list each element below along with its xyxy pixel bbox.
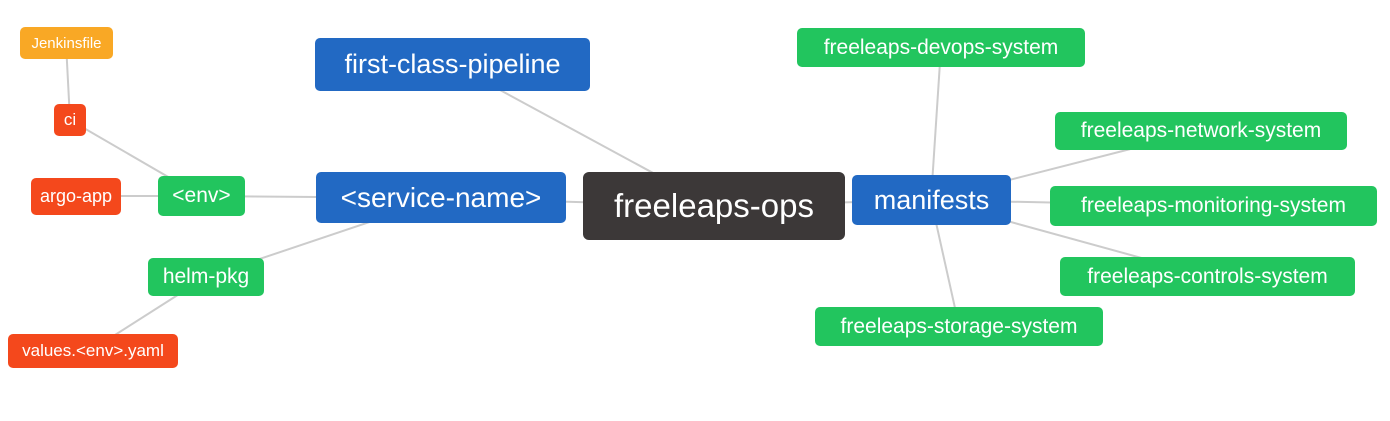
- edge-manifests-devops-system: [930, 46, 942, 201]
- node-argo-app[interactable]: argo-app: [31, 178, 121, 215]
- node-freeleaps-devops-system[interactable]: freeleaps-devops-system: [797, 28, 1085, 67]
- node-freeleaps-controls-system[interactable]: freeleaps-controls-system: [1060, 257, 1355, 296]
- node-manifests[interactable]: manifests: [852, 175, 1011, 225]
- node-freeleaps-ops[interactable]: freeleaps-ops: [583, 172, 845, 240]
- node-freeleaps-monitoring-system[interactable]: freeleaps-monitoring-system: [1050, 186, 1377, 226]
- node-jenkinsfile[interactable]: Jenkinsfile: [20, 27, 113, 59]
- node-values-env-yaml[interactable]: values.<env>.yaml: [8, 334, 178, 368]
- node-env[interactable]: <env>: [158, 176, 245, 216]
- node-ci[interactable]: ci: [54, 104, 86, 136]
- node-first-class-pipeline[interactable]: first-class-pipeline: [315, 38, 590, 91]
- node-freeleaps-network-system[interactable]: freeleaps-network-system: [1055, 112, 1347, 150]
- node-helm-pkg[interactable]: helm-pkg: [148, 258, 264, 296]
- node-freeleaps-storage-system[interactable]: freeleaps-storage-system: [815, 307, 1103, 346]
- node-service-name[interactable]: <service-name>: [316, 172, 566, 223]
